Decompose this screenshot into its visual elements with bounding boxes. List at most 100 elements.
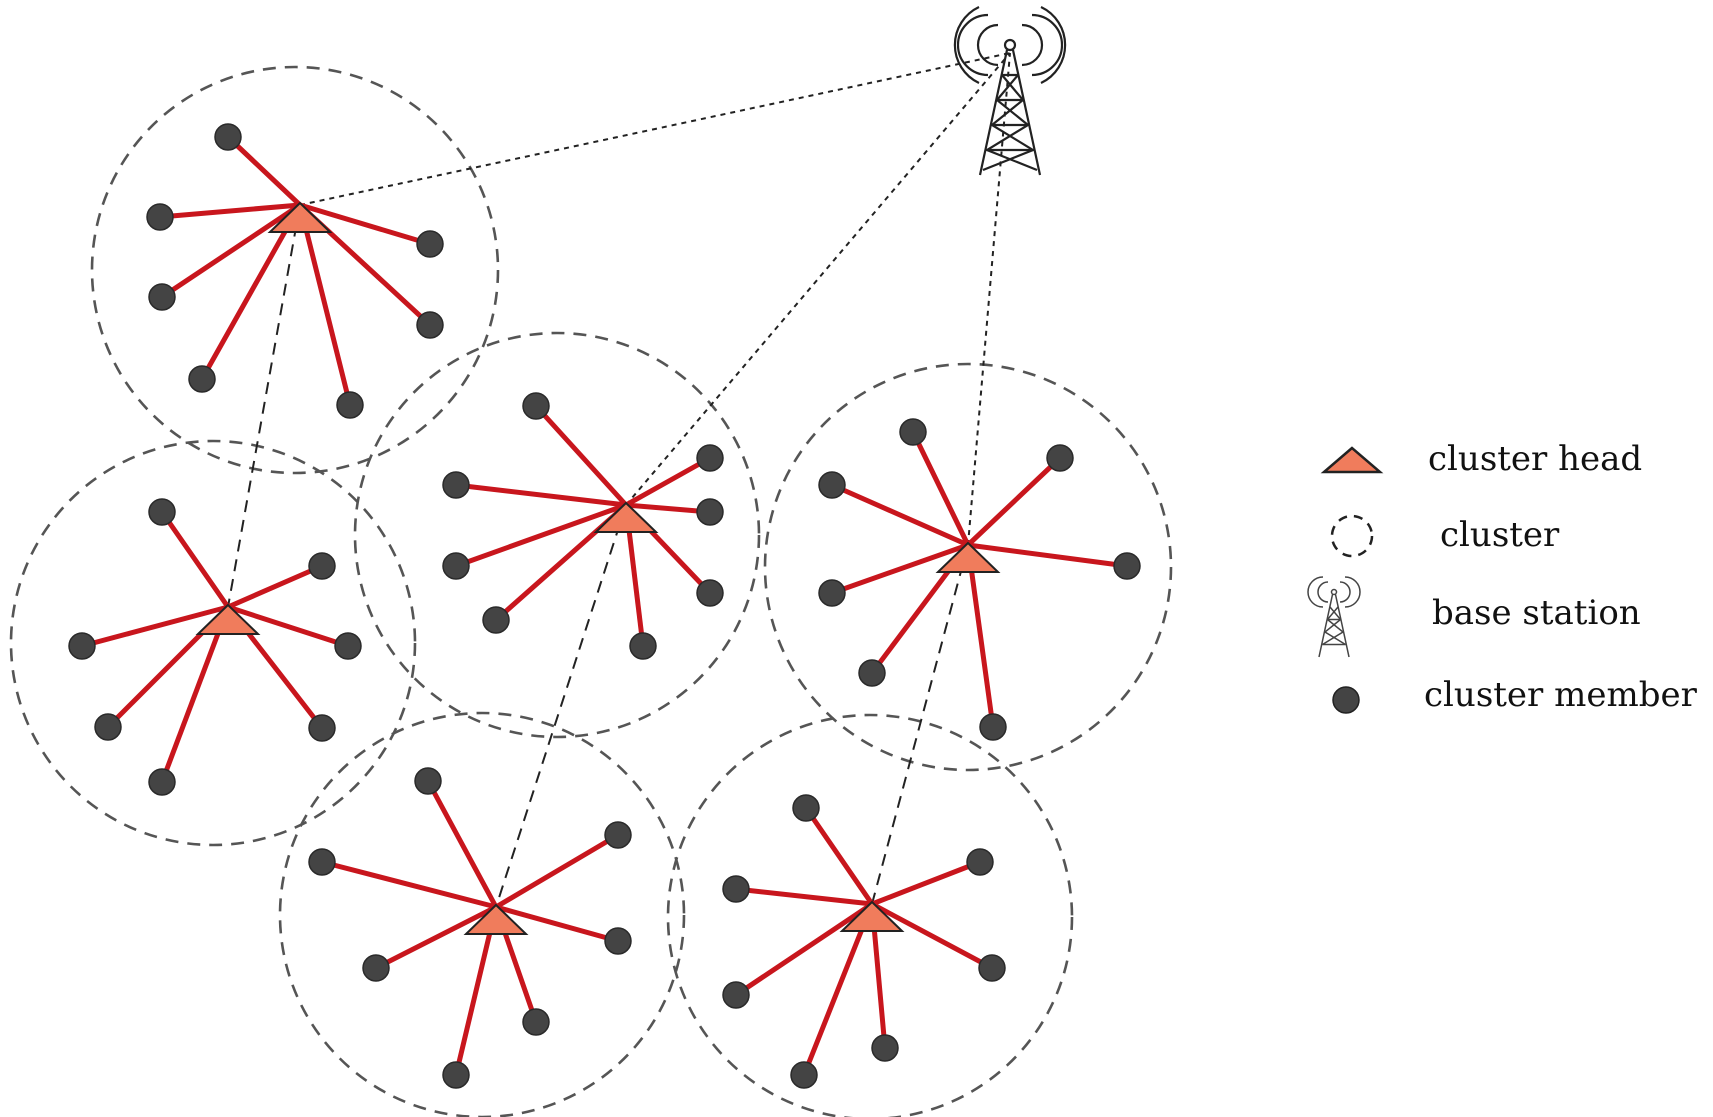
inter-cluster-link: [495, 504, 627, 908]
member-link: [869, 859, 983, 907]
legend-label-base-station: base station: [1432, 593, 1641, 633]
member-link: [493, 832, 621, 910]
member-link: [373, 904, 499, 971]
cluster-member-node: [722, 981, 750, 1009]
member-link: [965, 542, 1130, 569]
cluster-member-node: [188, 365, 216, 393]
legend-label-cluster: cluster: [1440, 515, 1560, 555]
member-link: [297, 202, 433, 247]
cluster: [722, 794, 1006, 1089]
cluster-boundary: [353, 331, 761, 739]
cluster-member-node: [604, 927, 632, 955]
cluster-head-node: [935, 541, 1001, 573]
cluster: [308, 767, 632, 1089]
cluster-member-node: [1113, 552, 1141, 580]
cluster-member-node: [308, 552, 336, 580]
member-link: [623, 455, 713, 508]
member-link: [159, 202, 303, 300]
cluster-member-node: [148, 283, 176, 311]
member-link: [453, 482, 629, 508]
member-link: [297, 202, 353, 408]
cluster-member-node: [858, 659, 886, 687]
cluster-member-node: [629, 632, 657, 660]
member-link: [453, 502, 629, 569]
cluster-member-node: [336, 391, 364, 419]
cluster: [68, 498, 362, 796]
clusters: [68, 123, 1141, 1089]
cluster-member-node: [214, 123, 242, 151]
legend-label-cluster-member: cluster member: [1424, 675, 1698, 715]
cluster-member-legend-icon: [1332, 686, 1360, 714]
member-link: [533, 403, 629, 508]
member-link: [319, 859, 499, 910]
cluster-member-node: [966, 848, 994, 876]
cluster-member-node: [148, 768, 176, 796]
cluster-member-node: [696, 498, 724, 526]
cluster-head-node: [593, 501, 659, 533]
base-station-icon: [953, 6, 1067, 176]
cluster-member-node: [68, 632, 96, 660]
cluster: [818, 418, 1141, 741]
cluster-member-node: [522, 1008, 550, 1036]
inter-cluster-link: [227, 204, 301, 608]
base-station-legend-icon: [1307, 576, 1361, 658]
cluster: [442, 392, 724, 660]
uplink-to-base-station: [625, 52, 1011, 506]
cluster-member-node: [899, 418, 927, 446]
cluster-member-node: [94, 713, 122, 741]
member-link: [225, 134, 303, 208]
legend: cluster head cluster base station cluste…: [1307, 439, 1698, 715]
cluster-member-node: [818, 579, 846, 607]
cluster-head-node: [839, 900, 905, 932]
cluster-member-node: [604, 821, 632, 849]
cluster-member-node: [416, 230, 444, 258]
cluster-member-node: [442, 1061, 470, 1089]
member-link: [869, 901, 995, 971]
cluster-member-node: [696, 444, 724, 472]
member-link: [829, 542, 971, 596]
cluster-member-node: [308, 714, 336, 742]
cluster-boundary: [278, 711, 686, 1117]
member-link: [910, 429, 971, 548]
cluster-member-node: [416, 311, 444, 339]
member-link: [425, 778, 499, 910]
member-link: [965, 455, 1063, 548]
cluster-head-legend-icon: [1320, 446, 1384, 474]
member-link: [199, 202, 303, 382]
uplink-to-base-station: [967, 52, 1011, 546]
cluster-member-node: [696, 579, 724, 607]
cluster-boundaries: [9, 65, 1173, 1117]
member-link: [733, 886, 875, 907]
member-link: [225, 563, 325, 610]
cluster-member-node: [790, 1061, 818, 1089]
cluster-member-node: [308, 848, 336, 876]
member-link: [965, 542, 996, 730]
member-link: [801, 901, 875, 1078]
legend-label-cluster-head: cluster head: [1428, 439, 1642, 479]
cluster-head-node: [267, 201, 333, 233]
cluster-member-node: [978, 954, 1006, 982]
cluster-member-node: [442, 471, 470, 499]
cluster: [146, 123, 444, 419]
uplink-to-base-station: [299, 52, 1011, 206]
cluster-member-node: [414, 767, 442, 795]
cluster-boundary: [666, 713, 1074, 1117]
uplink-links: [227, 52, 1011, 908]
cluster-head-node: [195, 603, 261, 635]
cluster-member-node: [146, 203, 174, 231]
cluster-member-node: [362, 954, 390, 982]
cluster-member-node: [334, 632, 362, 660]
cluster-member-node: [979, 713, 1007, 741]
member-link: [225, 604, 351, 649]
cluster-member-node: [1046, 444, 1074, 472]
member-link: [493, 904, 621, 944]
member-link: [79, 604, 231, 649]
cluster-member-node: [871, 1034, 899, 1062]
cluster-boundary: [9, 439, 417, 847]
member-link: [733, 901, 875, 998]
member-link: [623, 502, 713, 515]
cluster-boundary: [90, 65, 500, 475]
cluster-member-node: [442, 552, 470, 580]
member-link: [157, 202, 303, 220]
